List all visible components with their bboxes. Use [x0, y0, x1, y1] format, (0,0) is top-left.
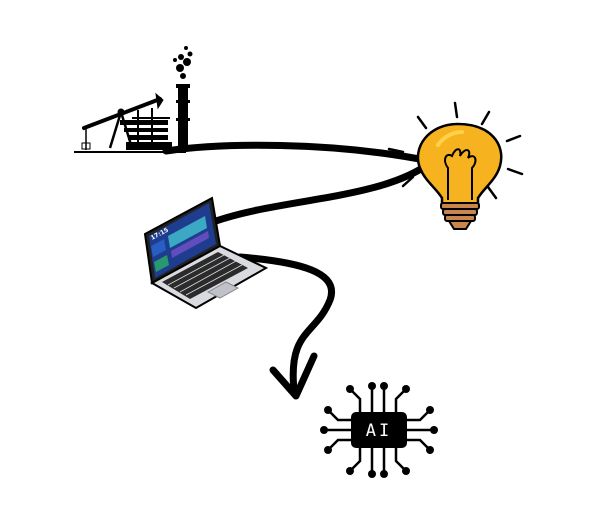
- path-factory-to-bulb: [162, 141, 434, 165]
- timeline-path: [162, 141, 434, 394]
- path-bulb-to-laptop: [209, 159, 434, 226]
- ai-chip-circuits: [326, 388, 432, 472]
- path-laptop-to-ai: [236, 253, 335, 394]
- ai-chip-label: AI: [366, 421, 392, 441]
- oil-pump-factory-icon: [74, 46, 193, 153]
- laptop-screen-tiles: [151, 216, 209, 272]
- ai-chip-nodes: [320, 382, 438, 478]
- ai-chip-icon: AI: [320, 382, 438, 478]
- light-bulb-icon: [387, 101, 524, 230]
- laptop-icon: 17:15: [143, 196, 269, 310]
- light-rays: [387, 101, 524, 200]
- laptop-keys: [167, 254, 243, 296]
- arrow-head-icon: [269, 352, 318, 400]
